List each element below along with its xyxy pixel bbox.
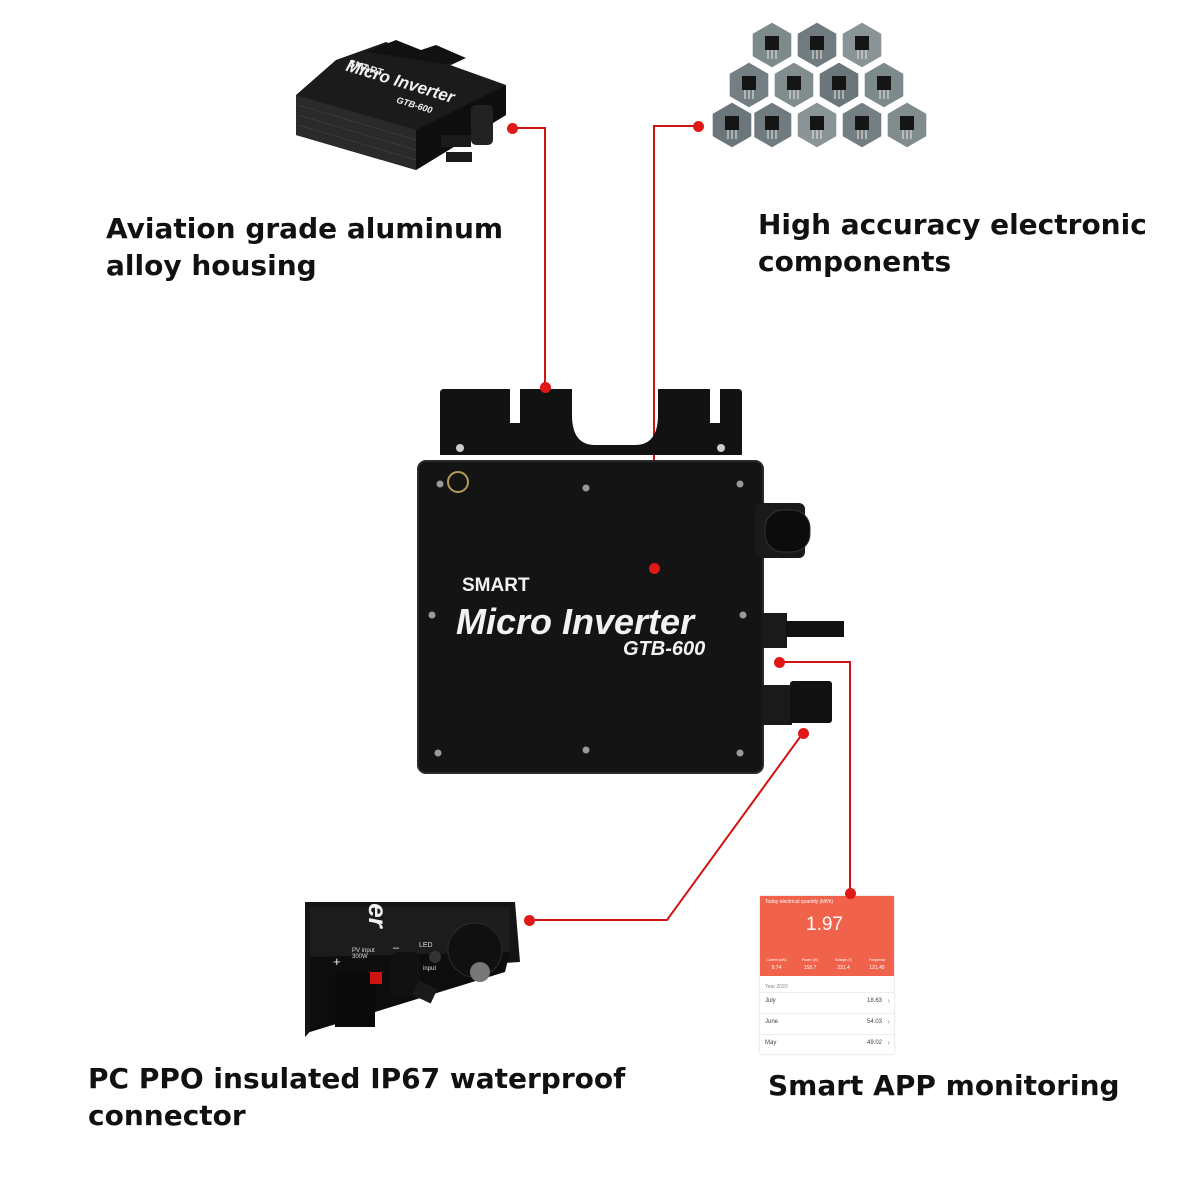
chip-icon bbox=[810, 116, 824, 130]
device-product: Micro Inverter bbox=[456, 601, 695, 642]
app-month-row[interactable]: June 54.03 › bbox=[760, 1013, 894, 1034]
app-stat-label: Voltage (V) bbox=[834, 958, 853, 962]
callout-dot-app-start bbox=[774, 657, 785, 668]
app-stat-value: 231.4 bbox=[837, 965, 850, 971]
callout-dot-housing-end bbox=[540, 382, 551, 393]
chip-icon bbox=[855, 36, 869, 50]
app-stat-label: Frequency bbox=[868, 958, 886, 962]
chip-icon bbox=[877, 76, 891, 90]
app-month-name: June bbox=[765, 1019, 779, 1025]
app-month-row[interactable]: July 18.63 › bbox=[760, 992, 894, 1013]
connector-minus: – bbox=[393, 942, 400, 954]
app-month-value: 18.63 bbox=[866, 998, 882, 1004]
chip-icon bbox=[765, 36, 779, 50]
chip-icon bbox=[725, 116, 739, 130]
chip-icon bbox=[742, 76, 756, 90]
connector-pv-input: PV input 300W bbox=[352, 948, 375, 960]
caption-components: High accuracy electronic components bbox=[758, 208, 1147, 278]
inverter-main: SMART Micro Inverter GTB-600 bbox=[410, 385, 850, 785]
connector-input: input bbox=[423, 966, 437, 972]
device-model: GTB-600 bbox=[623, 638, 706, 660]
callout-dot-connector-end bbox=[524, 915, 535, 926]
caption-connector: PC PPO insulated IP67 waterproof connect… bbox=[88, 1062, 626, 1132]
app-stat-value: 8.74 bbox=[771, 965, 782, 971]
app-screenshot: Today electrical quantity (kWh) 1.97 Cur… bbox=[760, 896, 894, 1054]
callout-dot-housing-start bbox=[507, 123, 518, 134]
callout-dot-app-end bbox=[845, 888, 856, 899]
connector-led: LED bbox=[419, 942, 433, 949]
app-month-name: July bbox=[765, 998, 776, 1004]
chip-icon bbox=[765, 116, 779, 130]
app-stat-value: 121.45 bbox=[869, 965, 885, 971]
callout-dot-components-start bbox=[693, 121, 704, 132]
components-photo bbox=[712, 20, 930, 151]
app-stat: Voltage (V) 231.4 bbox=[827, 958, 860, 971]
chevron-right-icon: › bbox=[887, 1017, 890, 1026]
connector-photo-fragment: er bbox=[362, 903, 393, 928]
device-brand: SMART bbox=[462, 575, 530, 596]
app-stat: Current (kW) 8.74 bbox=[760, 958, 793, 971]
caption-housing: Aviation grade aluminum alloy housing bbox=[106, 212, 504, 282]
chip-icon bbox=[832, 76, 846, 90]
app-stat: Frequency 121.45 bbox=[861, 958, 894, 971]
app-month-name: May bbox=[765, 1040, 777, 1046]
app-header-label: Today electrical quantity (kWh) bbox=[765, 899, 834, 905]
chip-icon bbox=[787, 76, 801, 90]
app-stat-value: 158.7 bbox=[803, 965, 817, 971]
app-today-value: 1.97 bbox=[806, 914, 843, 935]
app-stat: Power (W) 158.7 bbox=[794, 958, 827, 971]
chip-icon bbox=[855, 116, 869, 130]
callout-dot-components-end bbox=[649, 563, 660, 574]
chip-icon bbox=[810, 36, 824, 50]
app-stat-label: Power (W) bbox=[801, 958, 819, 962]
app-stat-label: Current (kW) bbox=[766, 958, 787, 962]
app-month-value: 49.02 bbox=[866, 1040, 882, 1046]
callout-dot-connector-start bbox=[798, 728, 809, 739]
chip-icon bbox=[900, 116, 914, 130]
app-year-label: Year 2020 bbox=[765, 984, 788, 990]
connector-photo: er + – PV input 300W LED input bbox=[305, 902, 520, 1037]
app-header: Today electrical quantity (kWh) 1.97 Cur… bbox=[760, 896, 894, 976]
housing-photo: SMART Micro Inverter GTB-600 bbox=[296, 30, 536, 180]
connector-plus: + bbox=[333, 954, 341, 969]
caption-app: Smart APP monitoring bbox=[768, 1069, 1120, 1102]
app-month-value: 54.03 bbox=[866, 1019, 882, 1025]
app-month-row[interactable]: May 49.02 › bbox=[760, 1034, 894, 1055]
chevron-right-icon: › bbox=[887, 1038, 890, 1047]
chevron-right-icon: › bbox=[887, 996, 890, 1005]
